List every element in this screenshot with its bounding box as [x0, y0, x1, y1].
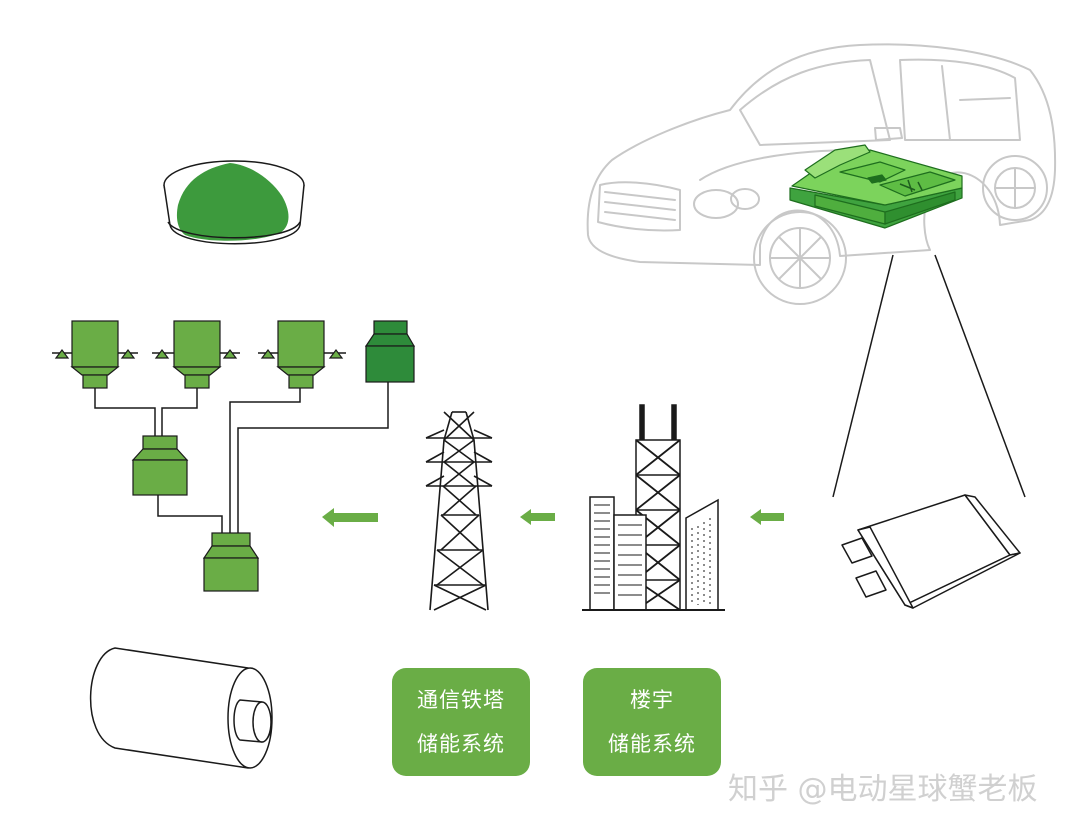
powder-dish-icon — [163, 160, 305, 245]
building-label-line2: 储能系统 — [608, 732, 696, 756]
skyscrapers-icon — [582, 404, 725, 611]
building-storage-label: 楼宇 储能系统 — [583, 668, 721, 776]
pack-to-cell-lines — [832, 254, 1026, 498]
building-label-line1: 楼宇 — [630, 688, 674, 712]
tower-label-line1: 通信铁塔 — [417, 688, 505, 712]
arrow-left-icon — [322, 508, 784, 527]
battery-pack-icon — [789, 144, 963, 229]
watermark: 知乎 @电动星球蟹老板 — [728, 772, 1038, 807]
transmission-tower-icon — [425, 411, 493, 611]
tower-storage-label: 通信铁塔 储能系统 — [392, 668, 530, 776]
prismatic-cell-icon — [841, 494, 1021, 609]
battery-cell-roll-icon — [89, 647, 273, 769]
tower-label-line2: 储能系统 — [417, 732, 505, 756]
mixer-tank-icon — [52, 320, 416, 592]
electric-car-icon — [586, 43, 1057, 305]
